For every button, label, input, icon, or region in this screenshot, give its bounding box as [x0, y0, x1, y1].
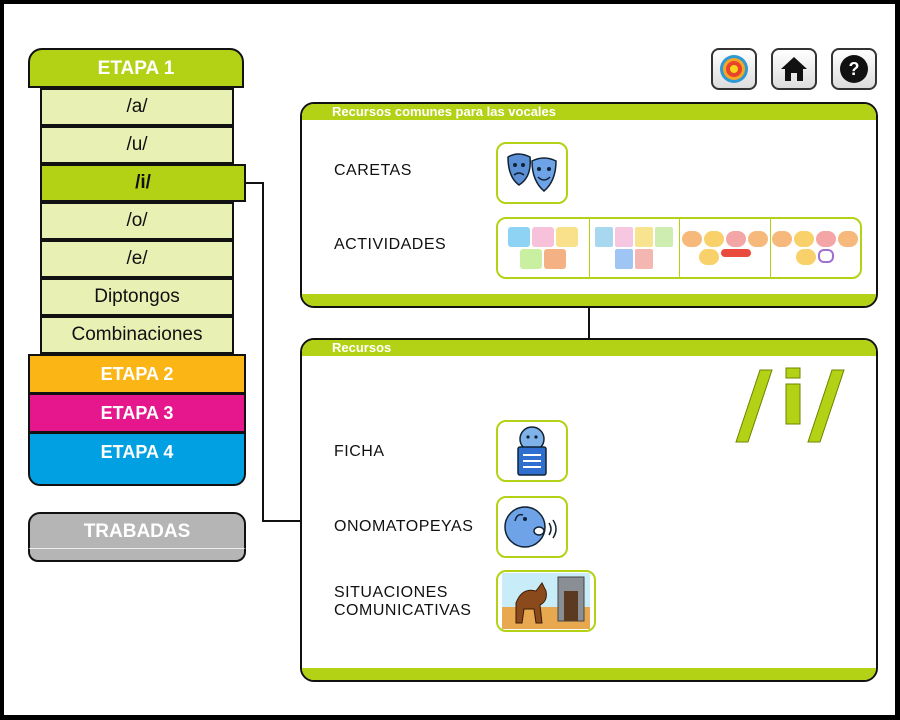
menu-item-e[interactable]: /e/ [40, 240, 234, 278]
speaking-face-icon [504, 506, 557, 548]
panel-footer-bar [302, 294, 876, 306]
menu-item-combinaciones[interactable]: Combinaciones [40, 316, 234, 354]
help-button[interactable]: ? [831, 48, 877, 90]
menu-item-o[interactable]: /o/ [40, 202, 234, 240]
target-icon [720, 55, 748, 83]
resources-panel: Recursos FICHA ONOMATOPEYAS SITUACIONES [300, 338, 878, 682]
theater-masks-icon [507, 153, 557, 192]
home-icon [781, 57, 807, 81]
home-button[interactable] [771, 48, 817, 90]
horse-scene-image [502, 573, 590, 629]
trabadas-bottom-cap [28, 548, 246, 562]
ficha-thumbnail[interactable] [496, 420, 568, 482]
etapa-4-button[interactable]: ETAPA 4 [28, 432, 246, 472]
onomatopeyas-label: ONOMATOPEYAS [334, 518, 474, 535]
situaciones-label: SITUACIONES COMUNICATIVAS [334, 584, 471, 620]
onomatopeyas-thumbnail[interactable] [496, 496, 568, 558]
panel-title: Recursos comunes para las vocales [302, 104, 876, 120]
menu-item-a[interactable]: /a/ [40, 88, 234, 126]
panel-footer-bar [302, 668, 876, 680]
activity-thumb-4[interactable] [771, 219, 861, 277]
activity-thumb-3[interactable] [680, 219, 771, 277]
connector-line [262, 520, 302, 522]
caretas-thumbnail[interactable] [496, 142, 568, 204]
help-icon: ? [840, 55, 868, 83]
caretas-label: CARETAS [334, 162, 412, 179]
etapa-1-header[interactable]: ETAPA 1 [28, 48, 244, 88]
connector-line [588, 306, 590, 338]
ficha-label: FICHA [334, 443, 385, 460]
activity-thumb-1[interactable] [498, 219, 590, 277]
svg-text:?: ? [849, 59, 860, 79]
trabadas-button[interactable]: TRABADAS [28, 512, 246, 550]
worksheet-icon [517, 426, 547, 476]
target-button[interactable] [711, 48, 757, 90]
actividades-label: ACTIVIDADES [334, 236, 447, 253]
common-resources-panel: Recursos comunes para las vocales CARETA… [300, 102, 878, 308]
etapa-3-button[interactable]: ETAPA 3 [28, 393, 246, 433]
connector-line [246, 182, 264, 184]
vowel-i-letter [735, 367, 845, 443]
activity-thumb-2[interactable] [590, 219, 680, 277]
menu-bottom-cap [28, 470, 246, 486]
situaciones-label-line1: SITUACIONES [334, 584, 448, 601]
situaciones-label-line2: COMUNICATIVAS [334, 602, 472, 619]
etapa-2-button[interactable]: ETAPA 2 [28, 354, 246, 394]
menu-item-diptongos[interactable]: Diptongos [40, 278, 234, 316]
panel-title: Recursos [302, 340, 876, 356]
menu-item-i[interactable]: /i/ [40, 164, 246, 202]
connector-line [262, 182, 264, 522]
situaciones-thumbnail[interactable] [496, 570, 596, 632]
actividades-thumbnails[interactable] [496, 217, 862, 279]
menu-item-u[interactable]: /u/ [40, 126, 234, 164]
